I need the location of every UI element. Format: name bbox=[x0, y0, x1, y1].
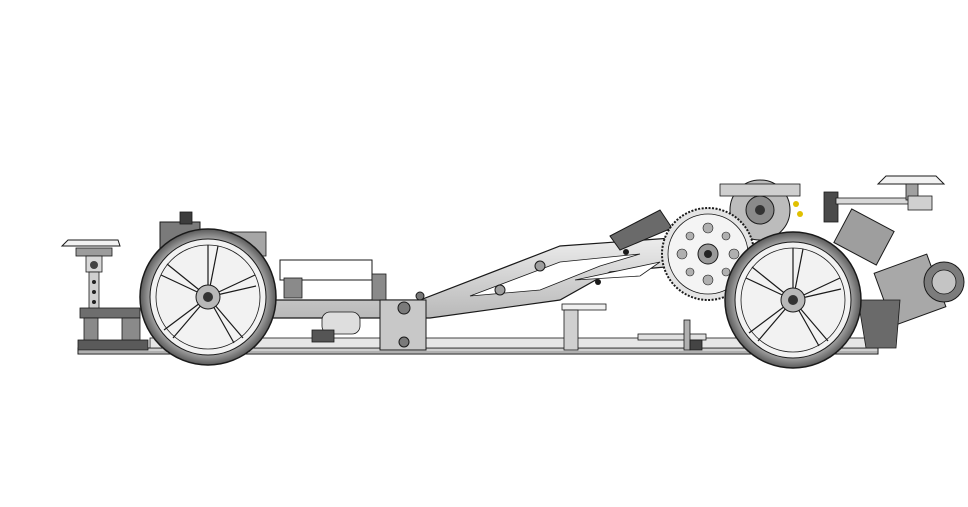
motor bbox=[609, 179, 803, 251]
front-body-post bbox=[60, 239, 149, 351]
servo-mount bbox=[561, 303, 707, 351]
rear-shock-tower bbox=[823, 191, 965, 349]
front-wheel bbox=[139, 228, 277, 366]
center-bracket bbox=[279, 259, 427, 351]
rear-body-post bbox=[876, 175, 946, 211]
top-deck bbox=[269, 235, 722, 319]
rear-wheel bbox=[724, 231, 862, 369]
chassis-plate bbox=[77, 337, 879, 355]
